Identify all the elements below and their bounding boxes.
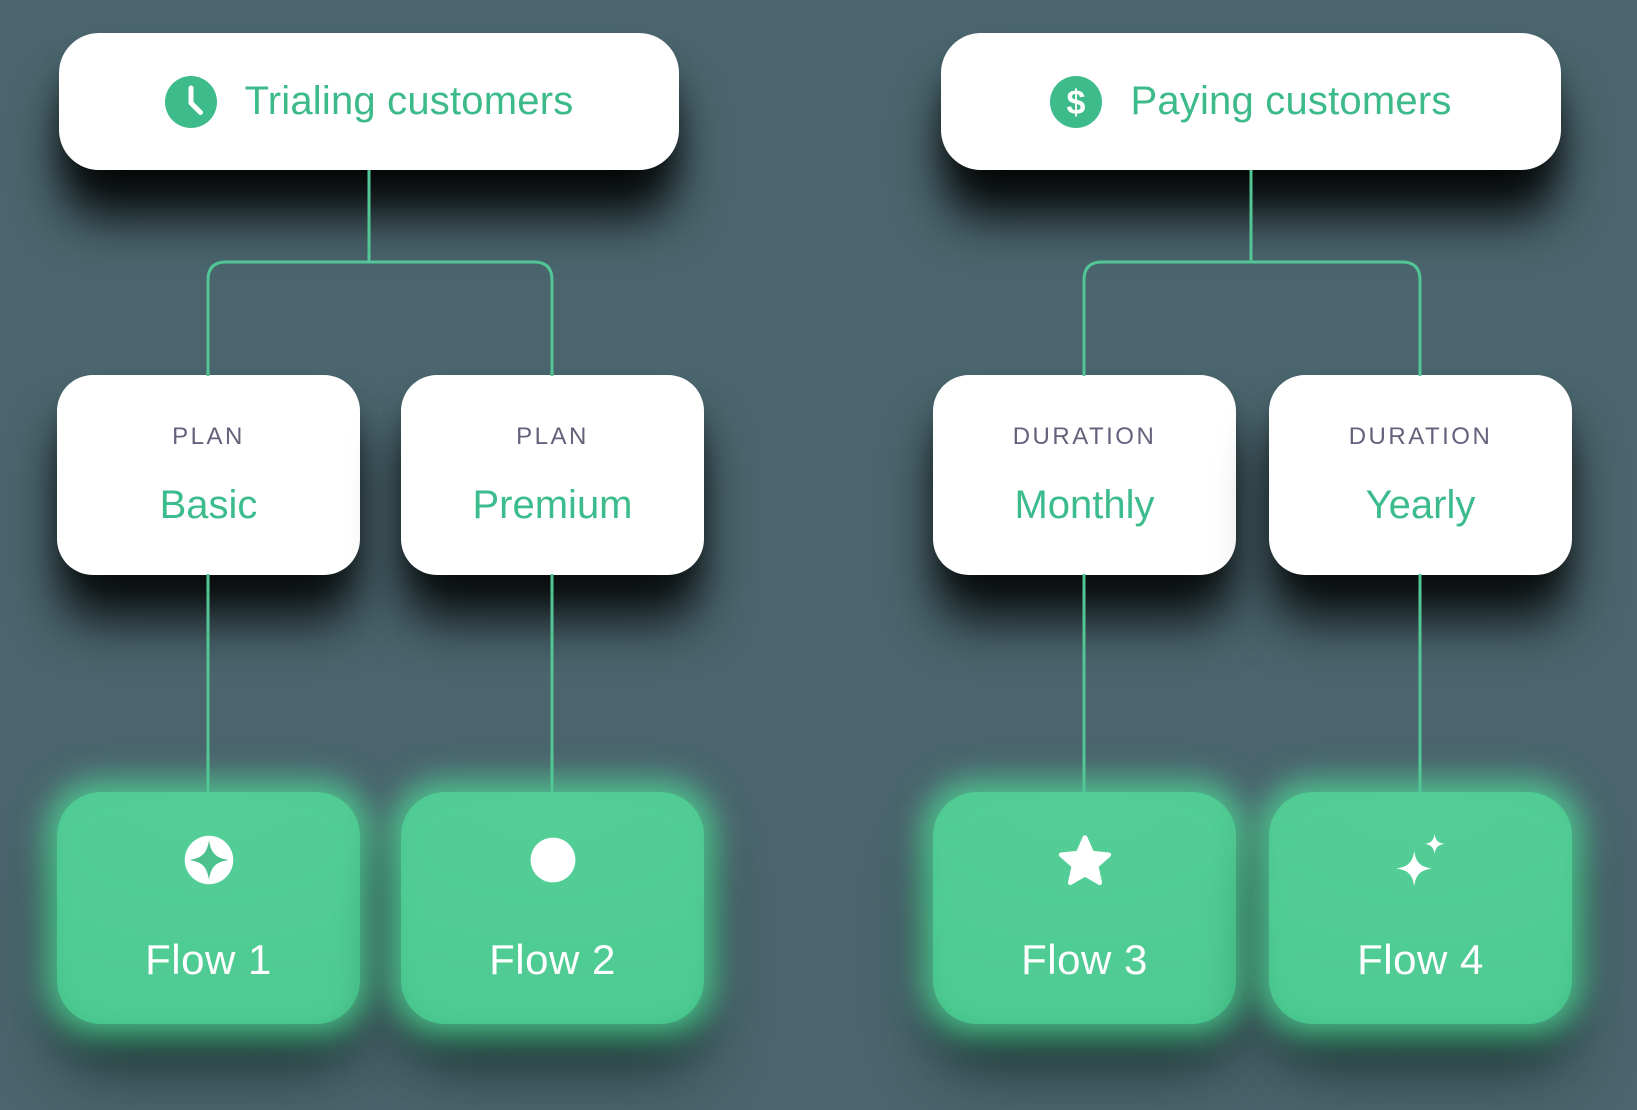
flow-label: Flow 3 [1021,936,1148,983]
node-category-label: PLAN [516,422,589,450]
node-flow-4: Flow 4 [1269,792,1572,1024]
connector-paying-branch [1082,260,1422,376]
node-duration-monthly: DURATION Monthly [933,375,1236,575]
node-label: Trialing customers [244,79,574,123]
node-value-label: Monthly [1014,482,1155,527]
sparkle-circle-icon [184,835,233,885]
dollar-icon: $ [1050,75,1103,128]
node-value-label: Basic [159,482,258,527]
node-value-label: Premium [472,482,633,527]
flow-label: Flow 4 [1357,936,1484,983]
node-label: Paying customers [1130,79,1452,123]
node-flow-3: Flow 3 [933,792,1236,1024]
node-category-label: DURATION [1348,422,1493,450]
node-value-label: Yearly [1365,482,1476,527]
node-category-label: DURATION [1012,422,1157,450]
node-flow-2: Flow 2 [401,792,704,1024]
clock-icon [164,75,217,128]
svg-text:$: $ [1067,84,1086,122]
connector-trialing-branch [206,260,554,376]
node-paying-customers: $ Paying customers [941,33,1561,170]
circle-icon [530,837,575,883]
node-flow-1: Flow 1 [57,792,360,1024]
flow-label: Flow 1 [145,936,272,983]
star-icon [1058,835,1111,886]
node-duration-yearly: DURATION Yearly [1269,375,1572,575]
node-category-label: PLAN [172,422,245,450]
sparkles-icon [1395,833,1445,887]
node-trialing-customers: Trialing customers [59,33,679,170]
flow-label: Flow 2 [489,936,616,983]
node-plan-basic: PLAN Basic [57,375,360,575]
node-plan-premium: PLAN Premium [401,375,704,575]
